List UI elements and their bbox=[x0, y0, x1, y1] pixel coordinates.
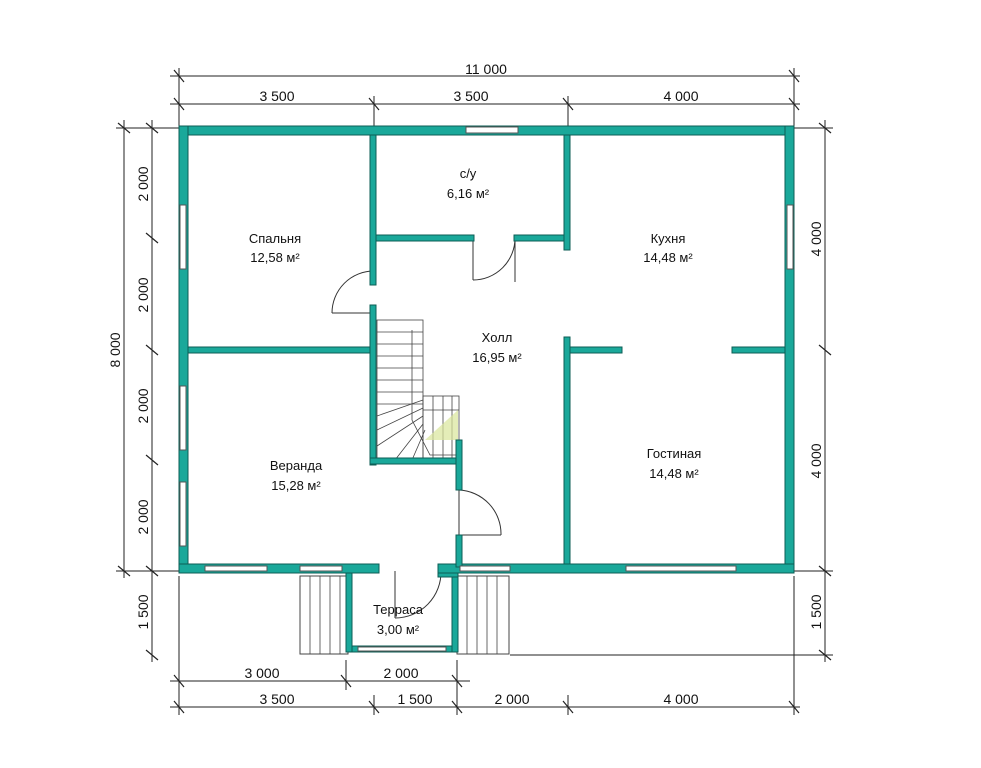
dim-left-5: 1 500 bbox=[135, 594, 151, 629]
room-area-bathroom: 6,16 м² bbox=[447, 186, 490, 201]
room-name-terrace: Терраса bbox=[373, 602, 424, 617]
dim-left-3: 2 000 bbox=[135, 388, 151, 423]
room-area-veranda: 15,28 м² bbox=[271, 478, 321, 493]
dim-bottom2-2: 1 500 bbox=[397, 691, 432, 707]
staircase bbox=[376, 319, 460, 461]
room-name-bedroom: Спальня bbox=[249, 231, 301, 246]
dim-top-1: 3 500 bbox=[259, 88, 294, 104]
room-area-living: 14,48 м² bbox=[649, 466, 699, 481]
dim-bottom1-2: 2 000 bbox=[383, 665, 418, 681]
dim-top-2: 3 500 bbox=[453, 88, 488, 104]
dim-right-2: 4 000 bbox=[808, 443, 824, 478]
windows bbox=[179, 126, 794, 572]
dimension-lines bbox=[116, 68, 833, 715]
dim-bottom2-3: 2 000 bbox=[494, 691, 529, 707]
room-name-hall: Холл bbox=[482, 330, 513, 345]
dim-right-3: 1 500 bbox=[808, 594, 824, 629]
doors bbox=[331, 237, 516, 619]
room-labels: Спальня 12,58 м² с/у 6,16 м² Кухня 14,48… bbox=[249, 166, 701, 637]
dim-top-total: 11 000 bbox=[465, 61, 507, 77]
room-name-kitchen: Кухня bbox=[651, 231, 686, 246]
room-area-hall: 16,95 м² bbox=[472, 350, 522, 365]
dim-left-4: 2 000 bbox=[135, 499, 151, 534]
dim-left-2: 2 000 bbox=[135, 277, 151, 312]
dim-bottom2-4: 4 000 bbox=[663, 691, 698, 707]
dim-bottom2-1: 3 500 bbox=[259, 691, 294, 707]
dim-left-total: 8 000 bbox=[107, 332, 123, 367]
dim-top-3: 4 000 bbox=[663, 88, 698, 104]
room-area-kitchen: 14,48 м² bbox=[643, 250, 693, 265]
room-name-living: Гостиная bbox=[647, 446, 702, 461]
room-name-veranda: Веранда bbox=[270, 458, 323, 473]
dim-bottom1-1: 3 000 bbox=[244, 665, 279, 681]
room-area-terrace: 3,00 м² bbox=[377, 622, 420, 637]
room-area-bedroom: 12,58 м² bbox=[250, 250, 300, 265]
dim-right-1: 4 000 bbox=[808, 221, 824, 256]
dimension-labels: 11 000 3 500 3 500 4 000 8 000 2 000 2 0… bbox=[107, 61, 824, 707]
dim-left-1: 2 000 bbox=[135, 166, 151, 201]
room-name-bathroom: с/у bbox=[460, 166, 477, 181]
